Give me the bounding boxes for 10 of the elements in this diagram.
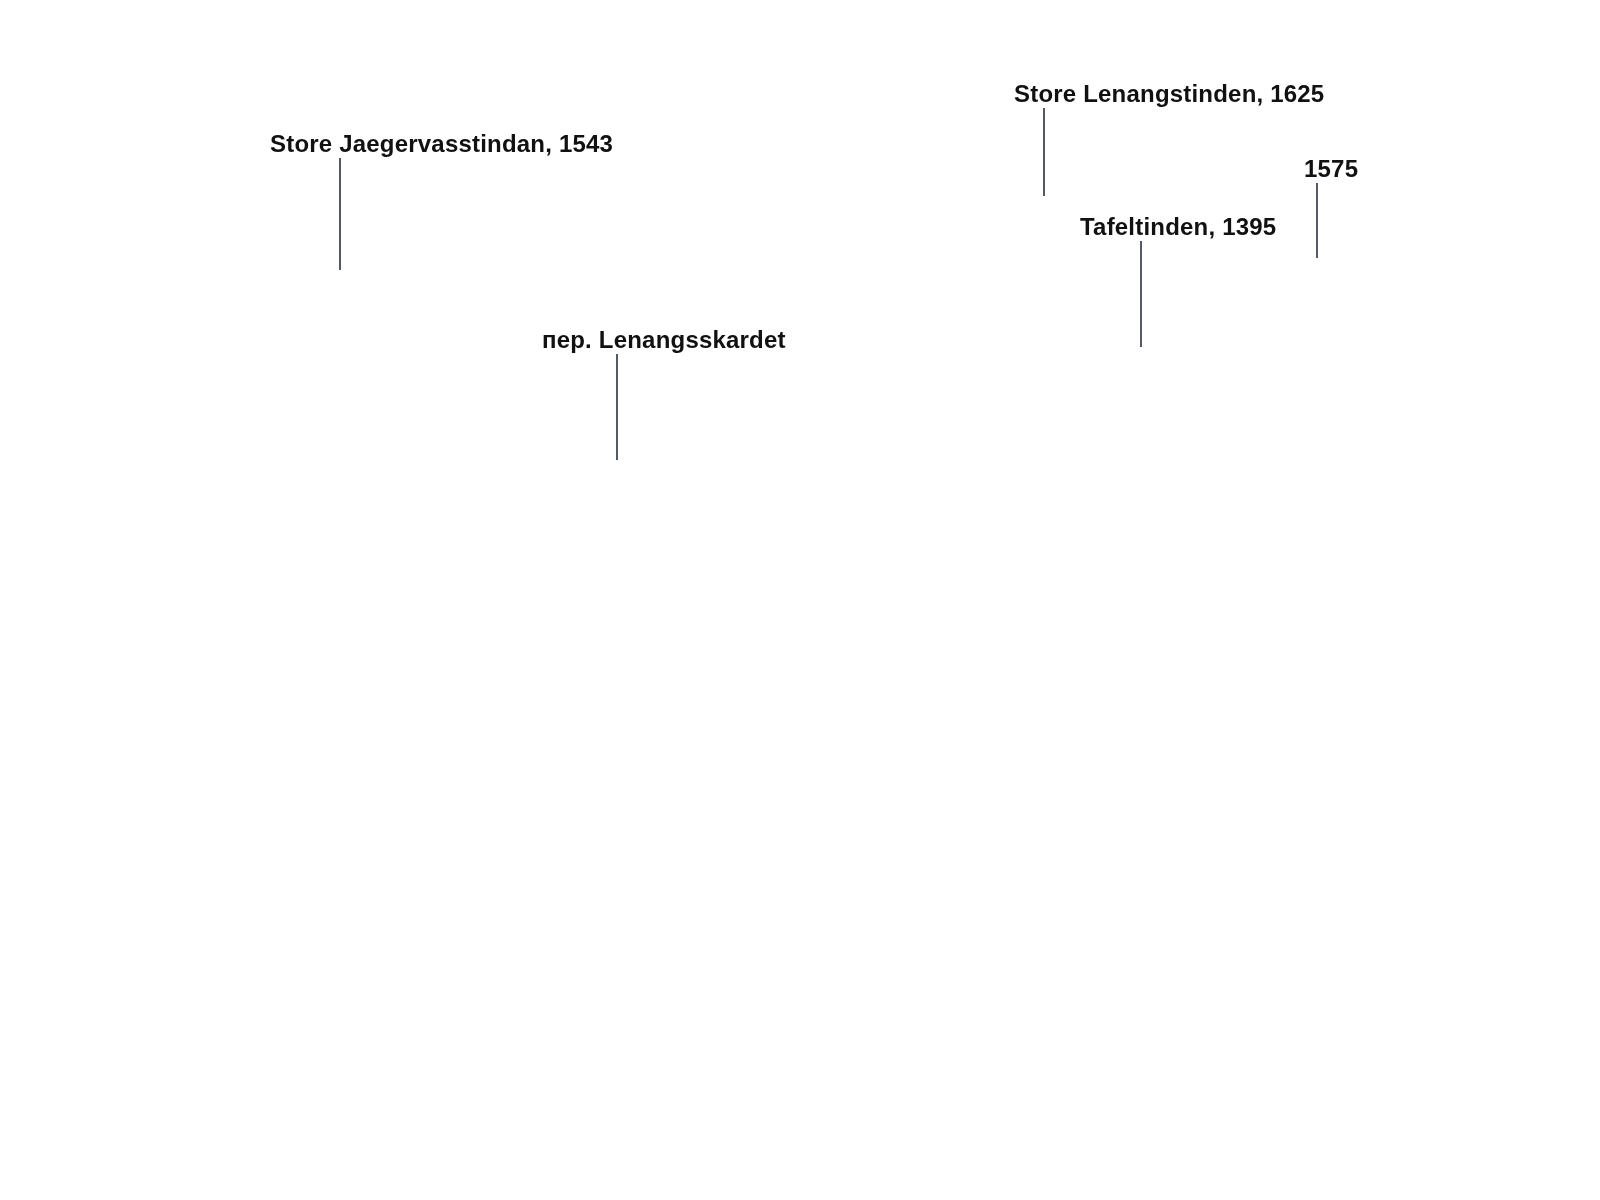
peak-label: 1575 (1304, 156, 1359, 181)
leader-line (1043, 107, 1045, 197)
peak-label: Store Jaegervasstindan, 1543 (270, 131, 614, 156)
leader-line (1140, 240, 1142, 348)
leader-line (339, 157, 341, 271)
leader-line (616, 353, 618, 461)
peak-label: пер. Lenangsskardet (542, 327, 786, 352)
peak-label: Tafeltinden, 1395 (1080, 214, 1277, 239)
peak-label: Store Lenangstinden, 1625 (1014, 81, 1325, 106)
leader-line (1316, 182, 1318, 259)
